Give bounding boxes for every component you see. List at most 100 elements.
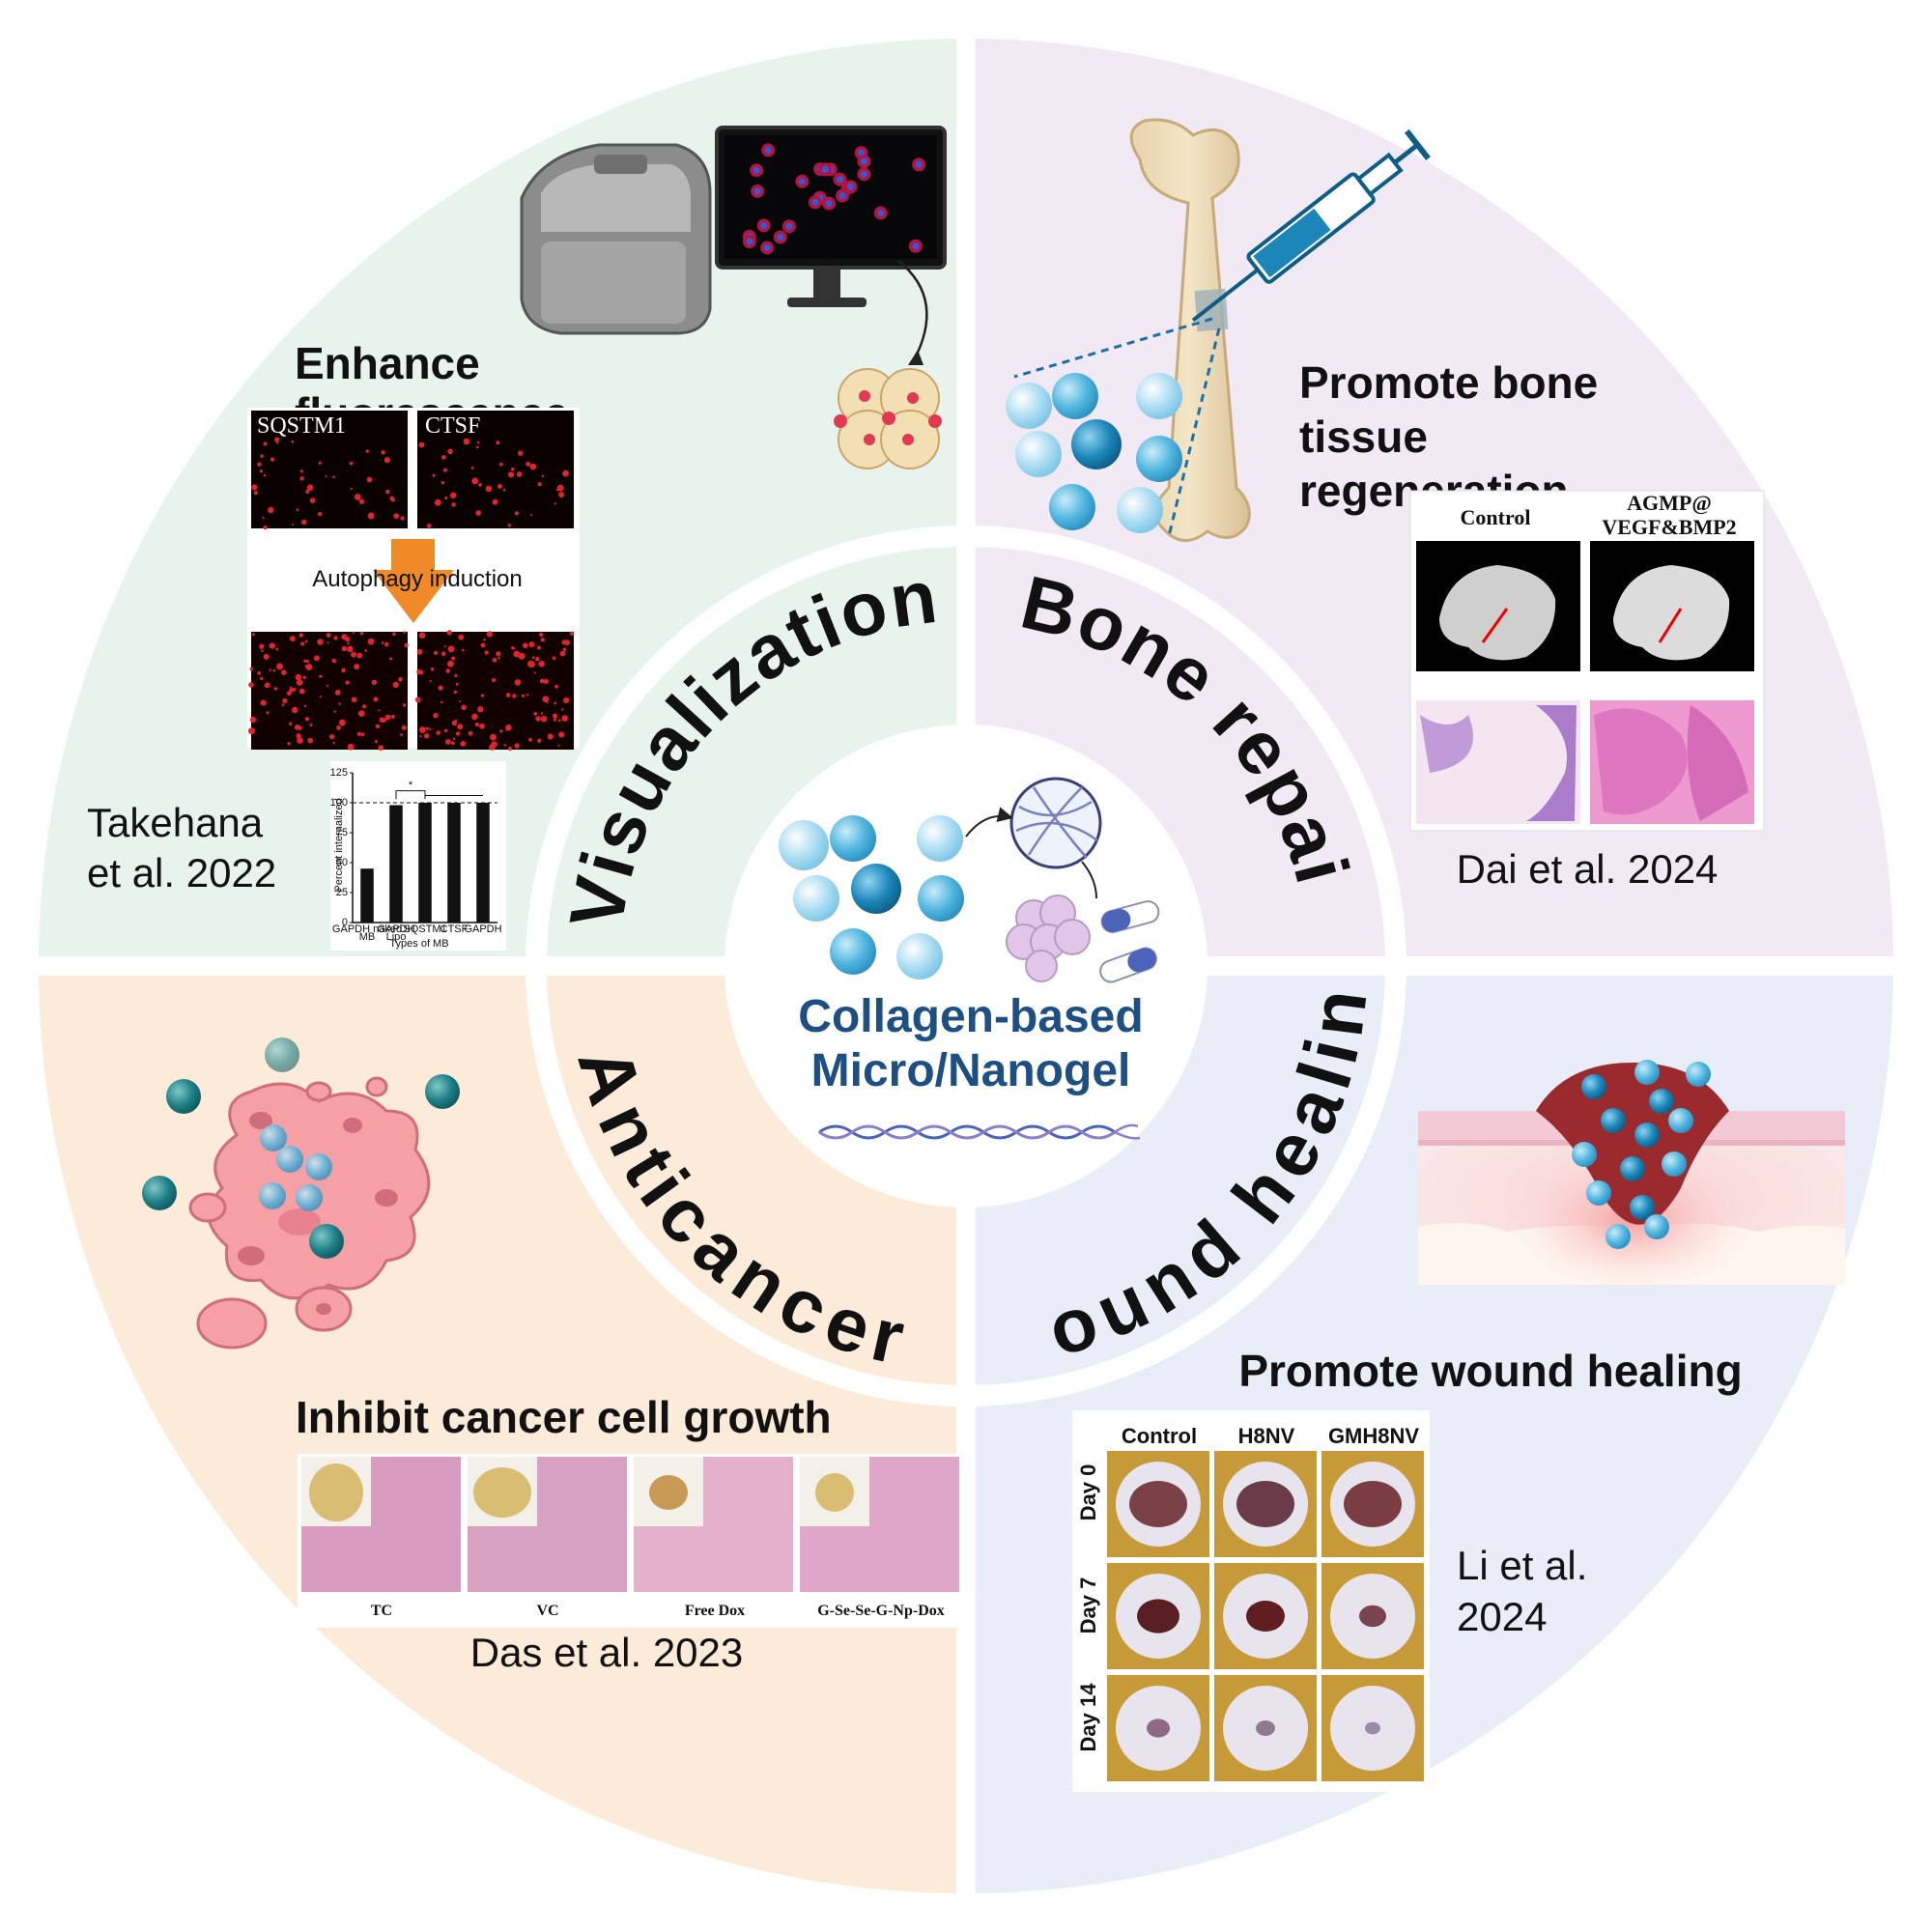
fluorescence-speckle	[326, 633, 331, 638]
cell-nucleus	[836, 176, 843, 184]
wound-row-day7: Day 7	[1076, 1577, 1100, 1634]
fluorescence-speckle	[275, 647, 279, 651]
fluorescence-speckle	[562, 647, 567, 652]
fluorescence-speckle	[558, 491, 565, 497]
fluorescence-speckle	[429, 680, 432, 683]
fluorescence-speckle	[496, 651, 501, 657]
fluorescence-speckle	[384, 457, 390, 464]
fluorescence-speckle	[418, 441, 425, 448]
fluorescence-speckle	[416, 668, 422, 675]
fluorescence-speckle	[367, 512, 375, 520]
wound-bed	[1344, 1481, 1402, 1527]
fluorescence-speckle	[542, 696, 550, 703]
fluorescence-speckle	[414, 696, 421, 703]
fluorescence-speckle	[470, 467, 474, 469]
fluorescence-speckle	[485, 485, 493, 493]
fluorescence-speckle	[253, 491, 258, 496]
visualization-panel: Enhance fluorescence SQSTM1 CTSF Autopha…	[87, 126, 947, 951]
fluorescence-speckle	[317, 639, 324, 645]
cell-nucleus	[847, 183, 855, 190]
cell-nucleus	[753, 166, 760, 174]
fluorescence-speckle	[460, 741, 467, 747]
chart-bar	[418, 803, 432, 923]
fluorescence-speckle	[440, 480, 445, 485]
down-arrow-icon	[373, 539, 454, 623]
fluorescence-speckle	[419, 726, 426, 734]
cell-nucleus	[760, 221, 768, 229]
chart-ylabel: Percent internalized	[333, 798, 345, 892]
fluorescence-speckle	[303, 659, 307, 663]
fluorescence-speckle	[292, 687, 297, 692]
fluorescence-speckle	[269, 668, 271, 671]
center-bead	[918, 875, 964, 922]
fluorescence-speckle	[333, 636, 338, 640]
fluorescence-speckle	[289, 686, 293, 690]
fluorescence-speckle	[264, 682, 270, 689]
fluorescence-speckle	[531, 656, 535, 659]
fluorescence-speckle	[299, 476, 304, 481]
center-bead	[917, 815, 963, 862]
fluorescence-speckle	[373, 696, 379, 702]
fluorescence-speckle	[438, 685, 443, 691]
cell-nucleus	[746, 238, 753, 245]
fluorescence-speckle	[345, 680, 350, 685]
fluorescence-speckle	[474, 722, 480, 727]
fluorescence-speckle	[433, 712, 439, 719]
fluorescence-speckle	[263, 525, 268, 530]
cell-nucleus	[915, 160, 923, 168]
wound-bed	[1137, 1599, 1179, 1634]
fluorescence-speckle	[269, 642, 275, 649]
fluorescence-speckle	[317, 512, 323, 517]
fluorescence-speckle	[514, 743, 520, 749]
center-bead	[779, 820, 829, 870]
wound-bed	[1236, 1481, 1294, 1527]
fluorescence-speckle	[260, 676, 264, 681]
drug-bead	[296, 1184, 323, 1211]
fluorescence-speckle	[291, 706, 298, 714]
fluorescence-speckle	[272, 668, 276, 672]
fluorescence-speckle	[497, 483, 502, 490]
fluorescence-speckle	[349, 461, 354, 466]
fluorescence-speckle	[443, 728, 448, 733]
fluorescence-speckle	[327, 641, 329, 644]
fluorescence-speckle	[547, 733, 554, 740]
fluorescence-speckle	[326, 684, 328, 687]
fluorescence-speckle	[458, 634, 465, 640]
fluorescence-speckle	[440, 700, 443, 704]
wound-bed	[1147, 1719, 1170, 1738]
fluorescence-speckle	[492, 498, 498, 505]
fluorescence-speckle	[539, 678, 545, 684]
cell-nucleus	[764, 146, 772, 154]
drug-bead	[276, 1146, 303, 1173]
fluorescence-speckle	[262, 516, 265, 520]
visualization-citation-line1: Takehana	[87, 800, 264, 845]
fluorescence-speckle	[276, 441, 279, 444]
fluorescence-speckle	[511, 646, 515, 650]
cell-nucleus	[838, 192, 846, 200]
chart-y-tick-label: 100	[330, 797, 348, 809]
fluorescence-speckle	[455, 731, 461, 736]
fluorescence-speckle	[347, 645, 354, 653]
fluorescence-speckle	[299, 469, 303, 473]
wound-row-day0: Day 0	[1076, 1464, 1100, 1521]
histology-label-free-dox: Free Dox	[685, 1603, 745, 1619]
fluorescence-speckle	[347, 743, 355, 751]
fluorescence-speckle	[486, 631, 493, 638]
fluorescence-speckle	[497, 657, 500, 660]
chart-y-tick-label: 75	[336, 827, 348, 838]
fluorescence-speckle	[357, 710, 365, 717]
fluorescence-speckle	[260, 699, 267, 706]
fluorescence-speckle	[440, 651, 446, 656]
fluorescence-speckle	[305, 489, 310, 494]
autophagy-label: Autophagy induction	[312, 566, 523, 592]
skin-wound-icon	[1418, 1063, 1845, 1294]
fluorescence-speckle	[392, 632, 396, 637]
fluorescence-speckle	[537, 482, 542, 487]
fluorescence-speckle	[261, 649, 264, 652]
cell-nucleus	[877, 210, 885, 217]
fluorescence-speckle	[423, 733, 430, 739]
significance-star: *	[409, 780, 413, 791]
fluorescence-speckle	[436, 730, 440, 735]
fluorescence-speckle	[325, 475, 327, 478]
fluorescence-speckle	[296, 508, 299, 512]
